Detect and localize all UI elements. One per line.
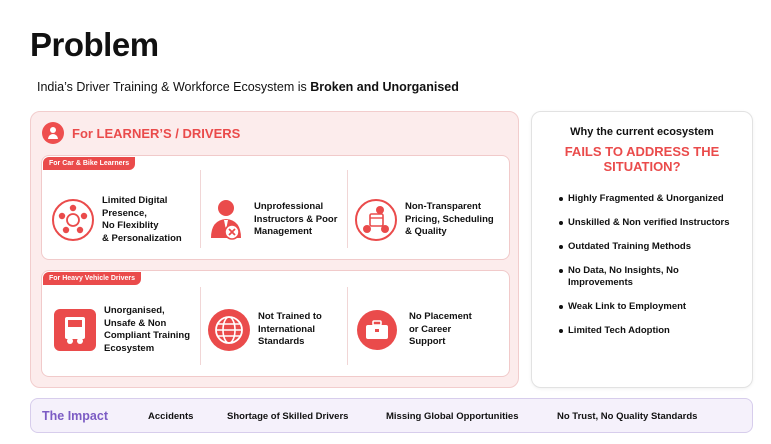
- subtitle-prefix: India’s Driver Training & Workforce Ecos…: [37, 80, 311, 94]
- heavy-item-1-text: Unorganised, Unsafe & Non Compliant Trai…: [104, 305, 190, 355]
- heavy-vehicle-tag: For Heavy Vehicle Drivers: [43, 272, 141, 285]
- text-line: Non-Transparent: [405, 201, 482, 213]
- ecosystem-subheading: FAILS TO ADDRESS THE SITUATION?: [564, 144, 720, 174]
- learners-panel: For LEARNER’S / DRIVERS For Car & Bike L…: [30, 111, 519, 388]
- text-line: Compliant Training: [104, 330, 191, 341]
- page-title: Problem: [30, 26, 159, 63]
- globe-icon: [208, 309, 250, 351]
- briefcase-icon: [357, 310, 397, 350]
- text-line: & Quality: [405, 226, 447, 238]
- heavy-item-1: Unorganised, Unsafe & Non Compliant Trai…: [54, 299, 200, 361]
- car-bike-item-1-text: Limited Digital Presence, No Flexiblity …: [102, 195, 182, 245]
- text-line: Management: [254, 226, 313, 238]
- pricing-schedule-icon: [355, 199, 397, 241]
- car-bike-item-2-text: Unprofessional Instructors & Poor Manage…: [254, 201, 337, 239]
- heavy-item-2-text: Not Trained to International Standards: [258, 311, 322, 349]
- text-line: International: [258, 323, 316, 335]
- page-subtitle: India’s Driver Training & Workforce Ecos…: [37, 80, 459, 94]
- text-line: Ecosystem: [104, 342, 155, 354]
- heavy-vehicle-box: For Heavy Vehicle Drivers Unorganised, U…: [41, 270, 510, 377]
- list-item: Highly Fragmented & Unorganized: [559, 193, 743, 205]
- heavy-item-3-text: No Placement or Career Support: [409, 311, 472, 349]
- list-item: Weak Link to Employment: [559, 301, 743, 313]
- learners-heading: For LEARNER’S / DRIVERS: [42, 122, 240, 144]
- car-bike-item-2: Unprofessional Instructors & Poor Manage…: [208, 190, 346, 250]
- heavy-item-2: Not Trained to International Standards: [208, 299, 346, 361]
- car-bike-tag: For Car & Bike Learners: [43, 157, 136, 170]
- text-line: or Career: [409, 323, 452, 335]
- text-line: Unprofessional: [254, 201, 324, 213]
- truck-icon: [54, 309, 96, 351]
- impact-item: Shortage of Skilled Drivers: [227, 411, 349, 422]
- learners-heading-label: For LEARNER’S / DRIVERS: [72, 125, 241, 141]
- list-item: Limited Tech Adoption: [559, 325, 743, 337]
- digital-cycle-icon: [52, 199, 94, 241]
- impact-item: No Trust, No Quality Standards: [557, 411, 698, 422]
- text-line: Unsafe & Non: [104, 317, 167, 329]
- divider: [347, 170, 348, 248]
- text-line: Presence,: [102, 207, 147, 219]
- car-bike-box: For Car & Bike Learners Limited Digital …: [41, 155, 510, 260]
- list-item: Unskilled & Non verified Instructors: [559, 217, 743, 229]
- list-item: Outdated Training Methods: [559, 241, 743, 253]
- text-line: No Placement: [409, 311, 472, 323]
- impact-bar: The Impact Accidents Shortage of Skilled…: [30, 398, 753, 433]
- text-line: Instructors & Poor: [254, 213, 338, 225]
- car-bike-item-1: Limited Digital Presence, No Flexiblity …: [52, 190, 197, 250]
- divider: [347, 287, 348, 365]
- ecosystem-panel: Why the current ecosystem FAILS TO ADDRE…: [531, 111, 753, 388]
- car-bike-item-3-text: Non-Transparent Pricing, Scheduling & Qu…: [405, 201, 494, 239]
- text-line: Support: [409, 336, 446, 348]
- text-line: Unorganised,: [104, 305, 165, 316]
- impact-item: Accidents: [148, 411, 194, 422]
- divider: [200, 170, 201, 248]
- impact-title: The Impact: [42, 409, 108, 423]
- text-line: & Personalization: [102, 232, 182, 244]
- text-line: Standards: [258, 336, 305, 348]
- text-line: Pricing, Scheduling: [405, 213, 494, 225]
- impact-item: Missing Global Opportunities: [386, 411, 519, 422]
- text-line: Not Trained to: [258, 311, 322, 323]
- person-icon: [42, 122, 64, 144]
- subtitle-emphasis: Broken and Unorganised: [310, 80, 459, 94]
- list-item: No Data, No Insights, No Improvements: [559, 265, 743, 289]
- ecosystem-list: Highly Fragmented & Unorganized Unskille…: [559, 193, 743, 349]
- text-line: No Flexiblity: [102, 220, 159, 231]
- car-bike-item-3: Non-Transparent Pricing, Scheduling & Qu…: [355, 190, 510, 250]
- heavy-item-3: No Placement or Career Support: [357, 299, 507, 361]
- ecosystem-heading: Why the current ecosystem: [570, 126, 714, 138]
- divider: [200, 287, 201, 365]
- instructor-x-icon: [208, 198, 244, 242]
- text-line: Limited Digital: [102, 195, 168, 206]
